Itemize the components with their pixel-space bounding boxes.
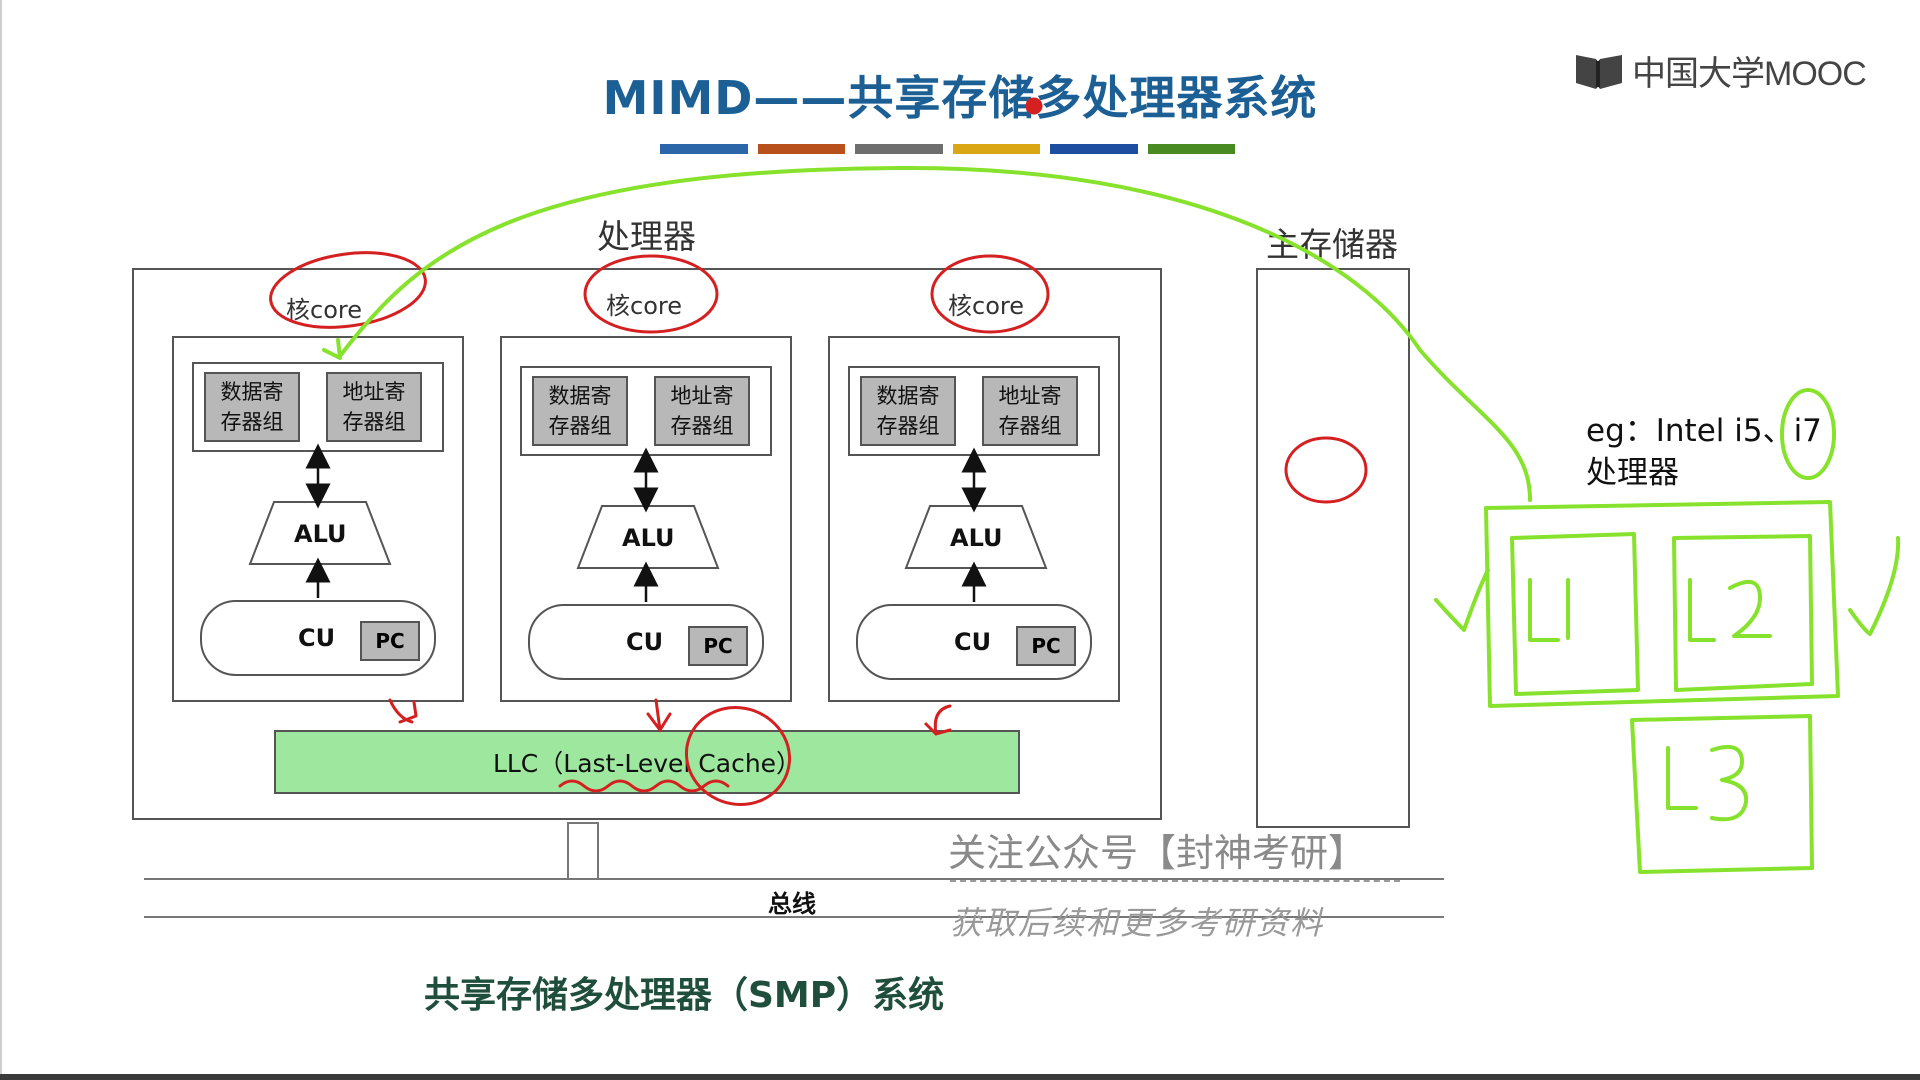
cache-circle-mark	[684, 706, 792, 806]
core-circle-mark	[930, 254, 1050, 334]
core-label: 核core	[606, 292, 682, 320]
data-register-group: 数据寄存器组	[532, 376, 628, 446]
color-bar-segment	[1050, 144, 1138, 154]
chip-outline	[1484, 500, 1840, 708]
mooc-logo: 中国大学MOOC	[1574, 46, 1867, 95]
title-ink-dot	[1025, 97, 1043, 115]
color-bar-segment	[952, 144, 1040, 154]
check-mark	[1848, 536, 1901, 636]
data-register-group: 数据寄存器组	[860, 376, 956, 446]
title-color-bar	[660, 144, 1235, 154]
address-register-label: 地址寄存器组	[342, 380, 406, 434]
core-down-arrow-mark	[646, 698, 672, 733]
l3-handwriting	[1666, 745, 1749, 822]
check-mark	[1434, 568, 1490, 632]
color-bar-segment	[660, 144, 748, 154]
data-register-label: 数据寄存器组	[548, 384, 612, 438]
core-label: 核core	[286, 296, 362, 324]
data-register-label: 数据寄存器组	[220, 380, 284, 434]
data-register-label: 数据寄存器组	[876, 384, 940, 438]
alu-label: ALU	[950, 524, 1003, 552]
i7-circle-mark	[1780, 388, 1836, 480]
core-circle-mark	[583, 254, 719, 334]
alu-shape	[576, 505, 720, 569]
alu-shape	[248, 501, 392, 565]
address-register-label: 地址寄存器组	[670, 384, 734, 438]
diagram-caption: 共享存储多处理器（SMP）系统	[424, 975, 945, 1016]
address-register-group: 地址寄存器组	[654, 376, 750, 446]
pc-label: PC	[375, 629, 405, 653]
core-label: 核core	[948, 292, 1024, 320]
l3-box	[1630, 714, 1814, 874]
color-bar-segment	[1147, 144, 1235, 154]
l2-handwriting	[1688, 578, 1772, 642]
alu-shape	[904, 505, 1048, 569]
memory-circle-mark	[1284, 436, 1368, 504]
book-logo-icon	[1576, 54, 1622, 89]
color-bar-segment	[855, 144, 943, 154]
example-line: 处理器	[1586, 455, 1679, 491]
cu-label: CU	[298, 624, 336, 652]
core-box	[500, 336, 792, 702]
processor-label: 处理器	[597, 217, 696, 256]
l1-box	[1510, 532, 1640, 696]
bus-line	[144, 878, 1444, 880]
watermark-line: 关注公众号【封神考研】	[948, 831, 1367, 875]
core-down-arrow-mark	[388, 698, 418, 724]
bus-label: 总线	[768, 890, 816, 918]
llc-label: LLC（Last-Level Cache）	[492, 749, 802, 778]
pc-label: PC	[703, 634, 733, 658]
program-counter: PC	[1016, 626, 1076, 666]
alu-label: ALU	[622, 524, 675, 552]
slide-title: MIMD——共享存储多处理器系统	[602, 71, 1318, 125]
last-level-cache: LLC（Last-Level Cache）	[274, 730, 1020, 794]
cu-label: CU	[626, 628, 664, 656]
core-box	[172, 336, 464, 702]
program-counter: PC	[688, 626, 748, 666]
pointer-stroke	[338, 165, 1532, 502]
pc-label: PC	[1031, 634, 1061, 658]
core-circle-mark	[269, 251, 427, 329]
main-memory-label: 主存储器	[1266, 225, 1398, 264]
alu-label: ALU	[294, 520, 347, 548]
address-register-group: 地址寄存器组	[326, 372, 422, 442]
address-register-group: 地址寄存器组	[982, 376, 1078, 446]
llc-underline-mark	[558, 779, 730, 793]
bus-connector	[567, 822, 599, 878]
core-box	[828, 336, 1120, 702]
address-register-label: 地址寄存器组	[998, 384, 1062, 438]
logo-text: 中国大学MOOC	[1632, 55, 1867, 93]
l2-box	[1672, 534, 1814, 692]
l1-handwriting	[1528, 578, 1570, 642]
processor-box	[132, 268, 1162, 820]
cu-label: CU	[954, 628, 992, 656]
core-down-arrow-mark	[924, 704, 952, 736]
bottom-edge	[0, 1074, 1920, 1080]
watermark-divider	[950, 880, 1400, 882]
program-counter: PC	[360, 621, 420, 661]
color-bar-segment	[757, 144, 845, 154]
bus-line	[144, 916, 1444, 918]
watermark-line: 获取后续和更多考研资料	[950, 904, 1325, 942]
data-register-group: 数据寄存器组	[204, 372, 300, 442]
pointer-arrowhead	[322, 338, 342, 360]
